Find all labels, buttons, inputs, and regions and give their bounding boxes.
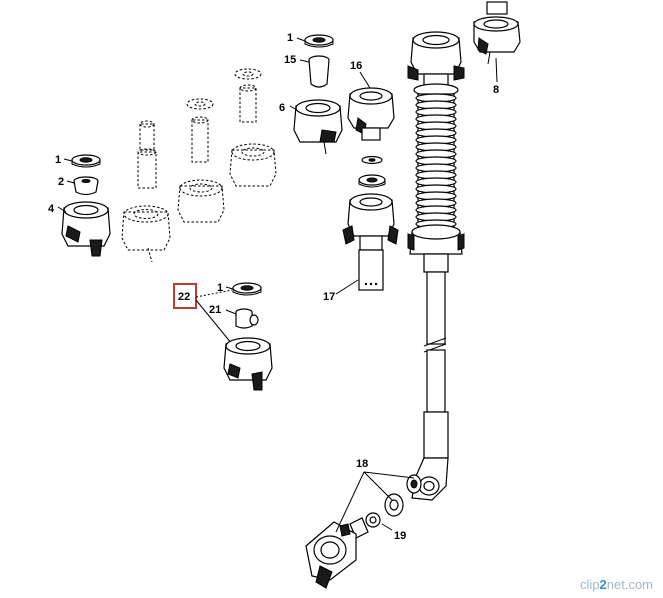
callout-19: 19 (394, 530, 406, 542)
spray-tube-assembly (407, 31, 465, 501)
part-1-seal-22 (232, 282, 262, 296)
part-15-filter (308, 55, 330, 88)
part-19-adapter (349, 512, 381, 539)
part-1-seal-left (71, 154, 101, 168)
callout-22-highlight (173, 283, 197, 309)
part-22-holder (223, 337, 273, 391)
callout-1-lower: 1 (217, 282, 223, 294)
part-16-holder (347, 87, 395, 141)
watermark: clip2net.com (580, 577, 653, 592)
callout-18: 18 (356, 458, 368, 470)
part-21-adapter (235, 308, 259, 329)
callout-1-top: 1 (287, 32, 293, 44)
callout-1-left: 1 (55, 154, 61, 166)
part-1-seal-top (304, 34, 334, 48)
callout-6: 6 (279, 102, 285, 114)
part-18-seal-large (406, 474, 422, 494)
callout-4: 4 (48, 203, 55, 215)
part-18-seal-small (384, 493, 404, 517)
part-17-lance-holder (342, 193, 399, 291)
dashed-alternative-parts (121, 68, 277, 263)
part-2-filter-cap (73, 176, 99, 196)
callout-17: 17 (323, 291, 335, 303)
part-4-holder (61, 201, 111, 257)
part-6-holder (293, 99, 343, 155)
bottom-nozzle-holder (305, 521, 357, 589)
callout-8: 8 (493, 84, 499, 96)
callout-15: 15 (284, 54, 296, 66)
callout-22: 22 (178, 291, 190, 303)
callout-2: 2 (58, 176, 64, 188)
callout-21: 21 (209, 304, 221, 316)
callout-16: 16 (350, 60, 362, 72)
small-seals-column (358, 155, 386, 188)
nozzle-holder-8 (473, 1, 521, 65)
